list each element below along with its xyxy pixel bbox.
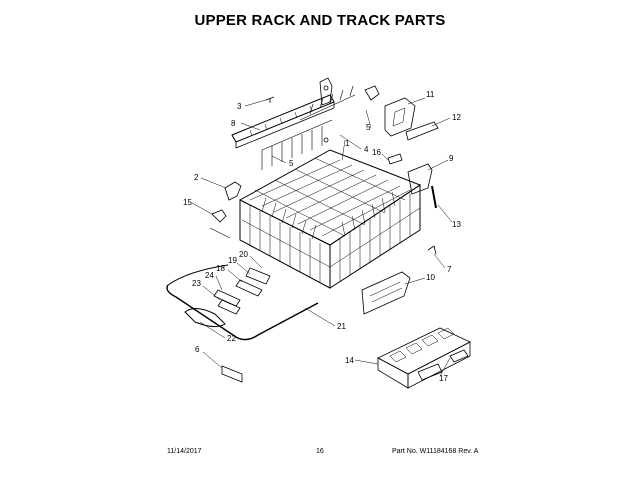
footer-date: 11/14/2017 [167,448,202,455]
callout-5-right: 5 [366,123,371,132]
track-parts [166,264,471,389]
callout-9: 9 [449,154,454,163]
callout-8: 8 [231,119,236,128]
callout-2: 2 [194,173,199,182]
footer-part-number: Part No. W11184168 Rev. A [392,448,479,455]
rack-adjuster-assembly [231,77,356,170]
callout-6: 6 [195,345,200,354]
right-track-parts [361,85,439,315]
callout-19: 19 [228,256,237,265]
upper-rack [238,149,422,289]
callout-22: 22 [227,334,236,343]
callout-21: 21 [337,322,346,331]
left-clips [209,181,242,239]
callout-20: 20 [239,250,248,259]
leader-lines [191,97,453,377]
callout-3: 3 [237,102,242,111]
callout-10: 10 [426,273,435,282]
callout-24: 24 [205,271,214,280]
callout-16: 16 [372,148,381,157]
callout-7: 7 [447,265,452,274]
callout-15: 15 [183,198,192,207]
callout-11: 11 [426,90,435,99]
footer-page-number: 16 [316,448,324,455]
callout-1: 1 [345,139,350,148]
callout-12: 12 [452,113,461,122]
callout-4: 4 [364,145,369,154]
callout-14: 14 [345,356,354,365]
callout-17: 17 [439,374,448,383]
callout-5-left: 5 [289,159,294,168]
callout-18: 18 [216,264,225,273]
callout-13: 13 [452,220,461,229]
callout-23: 23 [192,279,201,288]
page-title: UPPER RACK AND TRACK PARTS [194,12,446,29]
